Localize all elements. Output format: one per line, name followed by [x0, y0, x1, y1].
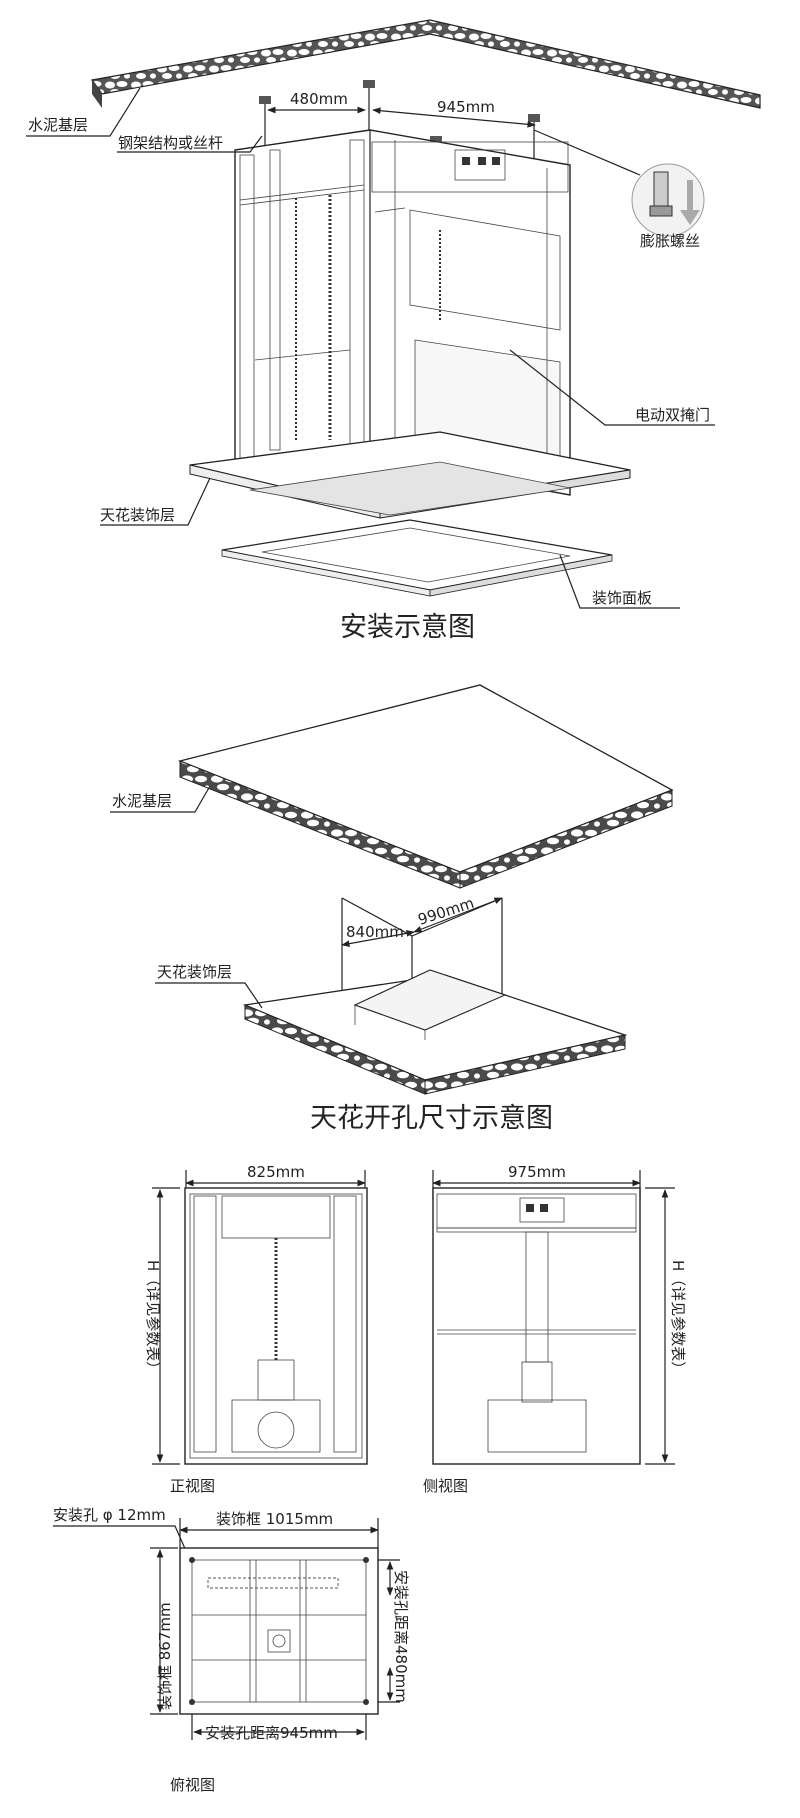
- top-view: 安装孔 φ 12mm 装饰框 1015mm 装饰框 867mm 安装孔距离480…: [53, 1506, 410, 1794]
- top-frame-height-dim: 装饰框 867mm: [156, 1602, 174, 1710]
- label-cement-base: 水泥基层: [28, 116, 88, 134]
- label-deco-panel: 装饰面板: [592, 589, 652, 607]
- label-ceiling-layer: 天花装饰层: [100, 506, 175, 524]
- leader-ceiling-2: [155, 982, 263, 1009]
- dim-840: 840mm: [346, 923, 404, 941]
- front-caption: 正视图: [170, 1477, 215, 1495]
- top-hole-distance-480: 安装孔距离480mm: [392, 1570, 410, 1703]
- title-ceiling-opening: 天花开孔尺寸示意图: [310, 1103, 553, 1134]
- ceiling-slab: [189, 431, 631, 519]
- top-hole-distance-945: 安装孔距离945mm: [205, 1724, 338, 1742]
- leader-hole: [53, 1525, 191, 1561]
- section-installation: 水泥基层 钢架结构或丝杆 膨胀螺丝 电动双掩门 天花装饰层 装饰面板 480mm…: [26, 19, 761, 643]
- label-electric-door: 电动双掩门: [635, 406, 710, 424]
- side-view: 975mm H（详见参数表） 侧视图: [423, 1163, 687, 1495]
- dim-480: 480mm: [290, 90, 348, 108]
- decorative-panel: [221, 519, 613, 597]
- label-ceiling-layer-2: 天花装饰层: [157, 963, 232, 981]
- leader-cement-2: [110, 785, 211, 813]
- dim-945: 945mm: [437, 98, 495, 116]
- top-caption: 俯视图: [170, 1776, 215, 1794]
- section-ceiling-opening: 水泥基层 天花装饰层 840mm 990mm 天花开孔尺寸示意图: [110, 684, 674, 1134]
- top-hole-dim: 安装孔 φ 12mm: [53, 1506, 166, 1524]
- side-caption: 侧视图: [423, 1477, 468, 1495]
- side-height-dim: H（详见参数表）: [669, 1260, 687, 1376]
- top-frame-width-dim: 装饰框 1015mm: [216, 1510, 333, 1528]
- front-view: 825mm H（详见参数表） 正视图: [144, 1163, 368, 1495]
- expansion-bolt-detail: [631, 163, 705, 237]
- cement-base-slab: [90, 19, 761, 109]
- leader-lines: [26, 87, 715, 609]
- label-cement-base-2: 水泥基层: [112, 792, 172, 810]
- title-installation: 安装示意图: [340, 612, 475, 643]
- ceiling-slab-2: [242, 969, 628, 1095]
- side-width-dim: 975mm: [508, 1163, 566, 1181]
- label-steel-frame: 钢架结构或丝杆: [118, 134, 223, 152]
- dimension-lines-top: [267, 106, 536, 128]
- cement-slab-2: [177, 684, 674, 889]
- front-width-dim: 825mm: [247, 1163, 305, 1181]
- dim-990: 990mm: [416, 894, 477, 929]
- front-height-dim: H（详见参数表）: [144, 1260, 162, 1376]
- label-expansion-bolt: 膨胀螺丝: [640, 232, 700, 250]
